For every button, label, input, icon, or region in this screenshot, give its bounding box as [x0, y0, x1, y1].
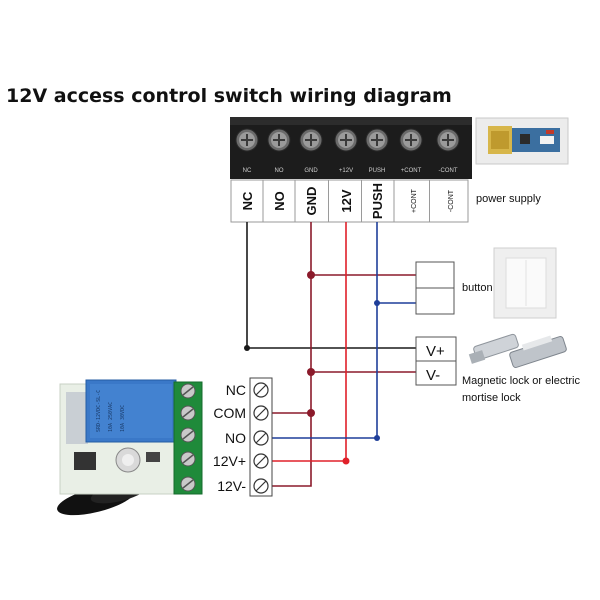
terminal-screw-icon	[399, 128, 423, 152]
junction-dots	[244, 271, 380, 465]
terminal-screw-icon	[180, 476, 196, 492]
relay-terminal-block	[173, 381, 203, 495]
terminal-label-gnd: GND	[304, 187, 319, 216]
terminal-screw-icon	[334, 128, 358, 152]
power-supply-label: power supply	[476, 193, 541, 205]
relay-terminal-schematic: NC COM NO 12V+ 12V-	[213, 377, 273, 497]
strip-printed-label: -CONT	[439, 168, 458, 174]
strip-printed-label: +CONT	[401, 168, 422, 174]
terminal-screw-icon	[180, 405, 196, 421]
junction-dot	[307, 409, 315, 417]
lock-terminal-vplus: V+	[426, 343, 445, 360]
junction-dot	[244, 345, 250, 351]
terminal-screw-icon	[180, 383, 196, 399]
terminal-screw-icon	[180, 451, 196, 467]
relay-terminal-nc: NC	[226, 382, 269, 398]
relay-terminal-12v: 12V+	[213, 453, 269, 469]
relay-terminal-com: COM	[213, 405, 269, 421]
power-supply-photo	[475, 117, 569, 165]
button-label: button	[462, 282, 493, 294]
terminal-label-push: PUSH	[370, 183, 385, 219]
terminal-label-cont: +CONT	[411, 188, 418, 213]
relay-terminal-label: NO	[225, 430, 246, 446]
controller-label-row: NC NO GND 12V PUSH +CONT -CONT	[230, 179, 469, 223]
wire-push-blue	[272, 222, 378, 439]
terminal-screw-icon	[299, 128, 323, 152]
strip-printed-label: NO	[275, 168, 284, 174]
relay-marking: 10A 250VAC	[108, 402, 114, 432]
lock-label-line1: Magnetic lock or electric	[462, 375, 580, 387]
relay-marking: 10A 30VDC	[120, 405, 126, 432]
terminal-screw-icon	[365, 128, 389, 152]
magnetic-lock-photo	[468, 333, 567, 368]
strip-printed-label: +12V	[339, 168, 353, 174]
strip-printed-label: PUSH	[369, 168, 386, 174]
wire-nc-black	[246, 222, 416, 349]
terminal-screw-icon	[267, 128, 291, 152]
junction-dot	[342, 457, 350, 465]
lock-terminal-vminus: V-	[426, 367, 440, 384]
relay-terminal-label: NC	[226, 382, 246, 398]
wire-gnd-trunk	[272, 222, 312, 487]
junction-dot	[307, 368, 315, 376]
junction-dot	[307, 271, 315, 279]
relay-terminal-label: 12V+	[213, 453, 246, 469]
wall-button-photo	[493, 247, 557, 319]
terminal-label-12v: 12V	[339, 189, 354, 212]
strip-printed-label: NC	[243, 168, 252, 174]
relay-terminal-label: 12V-	[217, 478, 246, 494]
relay-terminal-label: COM	[213, 405, 246, 421]
diagram-title: 12V access control switch wiring diagram	[6, 85, 452, 107]
lock-terminal-box: V+ V-	[415, 336, 457, 386]
wire-12v-red	[272, 222, 347, 462]
button-terminal-box	[415, 261, 455, 315]
relay-terminal-12v: 12V-	[217, 478, 269, 494]
relay-module-photo: SRD-12VDC-SL-C 10A 250VAC 10A 30VDC	[57, 379, 203, 516]
terminal-screw-icon	[235, 128, 259, 152]
relay-terminal-no: NO	[225, 430, 269, 446]
terminal-screw-icon	[180, 427, 196, 443]
controller-terminal-block: NC NO GND +12V PUSH +CONT -CONT	[230, 117, 472, 179]
junction-dot	[374, 300, 380, 306]
terminal-label-cont: -CONT	[448, 189, 455, 212]
terminal-screw-icon	[436, 128, 460, 152]
lock-label-line2: mortise lock	[462, 392, 521, 404]
strip-printed-label: GND	[304, 168, 318, 174]
terminal-label-nc: NC	[240, 191, 255, 210]
terminal-label-no: NO	[272, 191, 287, 211]
relay-marking: SRD-12VDC-SL-C	[96, 390, 102, 432]
junction-dot	[374, 435, 380, 441]
